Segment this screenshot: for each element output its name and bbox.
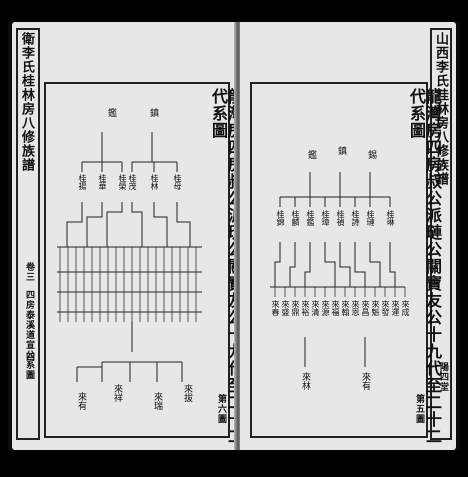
left-bottom-name: 來瑞	[152, 392, 162, 410]
right-gen2-name: 桂琳	[386, 210, 395, 226]
left-gen2-name: 桂揚	[78, 174, 87, 190]
left-margin-section: 四房泰溪道宣公系圖	[24, 290, 34, 380]
left-top-name-2: 鎮	[148, 108, 158, 117]
left-margin-title: 衛李氏桂林房八修族譜	[19, 32, 34, 172]
right-gen2-name: 桂麟	[291, 210, 300, 226]
right-gen2-name: 桂璋	[321, 210, 330, 226]
right-gen3-name: 來福	[331, 300, 340, 316]
left-margin-volume: 卷三	[24, 262, 34, 282]
left-gen2-name: 桂榮	[118, 174, 127, 190]
open-book: 衛李氏桂林房八修族譜 卷三 四房泰溪道宣公系圖 四 龍灣房四房叔公派璉公關寶友公…	[8, 22, 460, 450]
right-gen3-name: 來發	[381, 300, 390, 316]
right-gen3-name: 來運	[391, 300, 400, 316]
right-bottom-name: 來有	[360, 372, 370, 390]
left-gen2-name: 桂林	[150, 174, 159, 190]
right-tree-lines	[270, 172, 406, 367]
right-gen3-name: 來魁	[371, 300, 380, 316]
right-gen2-name: 桂鑑	[306, 210, 315, 226]
left-page: 衛李氏桂林房八修族譜 卷三 四房泰溪道宣公系圖 四 龍灣房四房叔公派璉公關寶友公…	[12, 22, 244, 450]
right-gen3-name: 來成	[401, 300, 410, 316]
right-top-name-3: 錫	[366, 150, 376, 159]
right-gen2-name: 桂錦	[276, 210, 285, 226]
left-top-name-1: 鑑	[106, 108, 116, 117]
right-gen2-name: 桂詩	[351, 210, 360, 226]
right-bottom-name: 來林	[300, 372, 310, 390]
right-gen2-name: 桂璉	[366, 210, 375, 226]
right-gen3-name: 來盛	[281, 300, 290, 316]
left-bottom-name: 來祥	[112, 384, 122, 402]
right-gen3-name: 來清	[311, 300, 320, 316]
right-gen3-name: 來恩	[351, 300, 360, 316]
right-margin-page: 陽四堂	[438, 362, 448, 392]
right-heading: 龍灣房四房叔公派璉公關寶友公十九代至二十二代系圖	[407, 88, 442, 445]
right-gen3-name: 來昌	[361, 300, 370, 316]
book-gutter	[234, 22, 242, 450]
right-gen3-name: 來翰	[341, 300, 350, 316]
right-top-name-2: 鎮	[336, 146, 346, 155]
right-chart-frame	[250, 82, 428, 438]
right-gen3-name: 來鼎	[291, 300, 300, 316]
right-gen3-name: 來源	[321, 300, 330, 316]
left-margin-page: 四	[24, 352, 34, 362]
right-page-marker: 第五圖	[414, 394, 424, 424]
left-page-marker: 第六圖	[216, 394, 226, 424]
right-gen3-name: 來裕	[301, 300, 310, 316]
left-tree-lines	[57, 132, 202, 382]
right-gen2-name: 桂禎	[336, 210, 345, 226]
right-top-name-1: 鑑	[306, 150, 316, 159]
left-gen2-name: 桂華	[98, 174, 107, 190]
left-margin-strip	[16, 28, 40, 440]
right-page: 山西李氏桂林房八修族譜 陽四堂 龍灣房四房叔公派璉公關寶友公十九代至二十二代系圖…	[240, 22, 456, 450]
left-bottom-name: 來有	[76, 392, 86, 410]
left-gen2-name: 桂茂	[128, 174, 137, 190]
left-bottom-name: 來拔	[182, 384, 192, 402]
left-chart-frame	[44, 82, 230, 438]
right-margin-strip	[430, 28, 452, 440]
right-margin-title: 山西李氏桂林房八修族譜	[433, 32, 448, 186]
right-gen3-name: 來春	[271, 300, 280, 316]
left-gen2-name: 桂母	[173, 174, 182, 190]
